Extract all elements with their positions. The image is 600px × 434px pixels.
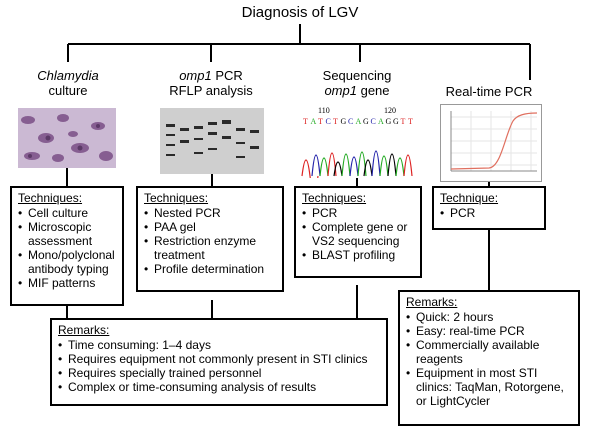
col-title-culture: Chlamydia culture [37,68,99,98]
remarks-left-item: Complex or time-consuming analysis of re… [58,380,382,394]
culture-micrograph-image [18,108,116,168]
seq-letter: G [341,117,347,126]
rflp-technique-item: Profile determination [144,262,278,276]
rt-technique-item: PCR [440,206,540,220]
realtime-pcr-plot-image [440,104,542,182]
col-title-rflp: omp1 PCR RFLP analysis [169,68,253,98]
remarks-right-item: Quick: 2 hours [406,310,574,324]
seq-letter: C [326,117,331,126]
remarks-left-box: Remarks: Time consuming: 1–4 days Requir… [50,318,388,406]
col-title-seq: Sequencing omp1 gene [322,68,392,98]
rflp-technique-item: PAA gel [144,220,278,234]
seq-letter: C [371,117,376,126]
remarks-right-header: Remarks: [406,295,458,309]
diagram-title: Diagnosis of LGV [241,4,359,21]
seq-letter: A [356,117,362,126]
remarks-left-item: Requires equipment not commonly present … [58,352,382,366]
seq-letter: G [393,117,399,126]
seq-letter: C [348,117,353,126]
seq-technique-item: BLAST profiling [302,248,416,262]
rflp-gel-image [160,108,264,174]
rflp-techniques-box: Techniques: Nested PCR PAA gel Restricti… [136,186,284,292]
culture-technique-item: Cell culture [18,206,118,220]
rflp-technique-item: Restriction enzyme treatment [144,234,278,262]
remarks-left-header: Remarks: [58,323,110,337]
seq-letter: T [333,117,338,126]
col-title-rt: Real-time PCR [445,84,533,99]
seq-letter: A [378,117,384,126]
remarks-right-box: Remarks: Quick: 2 hours Easy: real-time … [398,290,580,426]
seq-technique-item: Complete gene or VS2 sequencing [302,220,416,248]
remarks-left-item: Time consuming: 1–4 days [58,338,382,352]
seq-letter: T [401,117,406,126]
culture-technique-item: MIF patterns [18,276,118,290]
seq-letter: G [363,117,369,126]
rt-techniques-box: Technique: PCR [432,186,546,230]
culture-technique-item: Microscopic assessment [18,220,118,248]
seq-letter: T [303,117,308,126]
rflp-techniques-header: Techniques: [144,191,209,205]
remarks-right-item: Commercially available reagents [406,338,574,366]
culture-techniques-header: Techniques: [18,191,83,205]
seq-letter: T [318,117,323,126]
seq-techniques-box: Techniques: PCR Complete gene or VS2 seq… [294,186,422,278]
rt-techniques-header: Technique: [440,191,499,205]
culture-techniques-box: Techniques: Cell culture Microscopic ass… [10,186,124,306]
culture-technique-item: Mono/polyclonal antibody typing [18,248,118,276]
rflp-technique-item: Nested PCR [144,206,278,220]
seq-letter: T [408,117,413,126]
seq-letter: A [311,117,317,126]
seq-technique-item: PCR [302,206,416,220]
seq-number-110: 110 [318,106,330,115]
remarks-right-item: Easy: real-time PCR [406,324,574,338]
remarks-right-item: Equipment in most STI clinics: TaqMan, R… [406,366,574,408]
seq-number-120: 120 [384,106,396,115]
seq-letter: G [386,117,392,126]
seq-techniques-header: Techniques: [302,191,367,205]
remarks-left-item: Requires specially trained personnel [58,366,382,380]
